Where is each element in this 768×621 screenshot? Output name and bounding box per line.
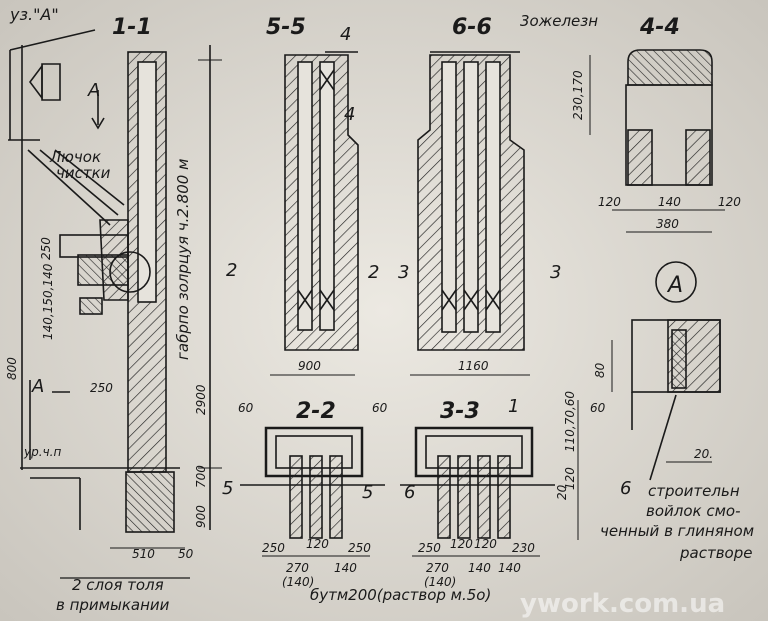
tol-note-1: 2 слоя толя (72, 576, 164, 594)
cut-5-left: 5 (222, 478, 233, 499)
dim-3-3-230: 230 (512, 541, 535, 555)
section-label-3-3: 3-3 (440, 399, 480, 424)
dim-380: 380 (656, 217, 679, 231)
dim-80: 80 (593, 362, 607, 378)
dim-2-2-140p: (140) (282, 575, 314, 589)
section-5-5 (270, 51, 359, 376)
section-3-3 (400, 400, 579, 557)
dim-2900: 2900 (194, 384, 208, 415)
dim-20-detail: 20. (694, 447, 713, 461)
dim-3-3-250: 250 (418, 541, 441, 555)
dim-120-right: 120 (718, 195, 741, 209)
dim-900: 900 (298, 359, 321, 373)
dim-250-mid: 250 (90, 381, 113, 395)
dim-120-vert: 120 (563, 467, 577, 490)
cut-4-top: 4 (340, 24, 351, 45)
section-6-6 (410, 51, 530, 376)
dim-230: 230,170 (571, 70, 585, 120)
cut-6-right: 6 (620, 478, 631, 499)
circle-a-label: А (666, 273, 683, 298)
tol-note-2: в примыкании (56, 596, 170, 614)
dim-140-stack: 140,150,140 (41, 263, 55, 340)
dim-120-left: 120 (598, 195, 621, 209)
section-2-2 (240, 426, 385, 557)
section-label-1-1: 1-1 (112, 15, 152, 40)
detail-a (611, 261, 721, 481)
dim-2-2-140: 140 (334, 561, 357, 575)
dim-3-3-270: 270 (426, 561, 449, 575)
section-1-1 (8, 29, 222, 549)
dim-3-3-120b: 120 (474, 537, 497, 551)
dim-1160: 1160 (458, 359, 489, 373)
dim-50: 50 (178, 547, 194, 561)
section-label-6-6: 6-6 (452, 15, 492, 40)
dim-800: 800 (5, 357, 19, 380)
section-4-4 (589, 49, 725, 233)
dim-140-mid: 140 (658, 195, 681, 209)
dim-60-a: 60 (238, 401, 254, 415)
section-label-5-5: 5-5 (266, 15, 306, 40)
luk-label: Лючок (49, 148, 101, 166)
chistki-label: чистки (56, 164, 111, 182)
dim-60-b: 60 (372, 401, 388, 415)
cut-3-right: 3 (550, 262, 561, 283)
cut-1: 1 (508, 396, 519, 417)
butm-note: бутм200(раствор м.5о) (310, 586, 491, 604)
cut-6-left: 6 (404, 482, 415, 503)
dim-2-2-270: 270 (286, 561, 309, 575)
dim-3-3-140b: 140 (498, 561, 521, 575)
dim-250-left: 250 (39, 237, 53, 260)
cut-2-right: 2 (368, 262, 379, 283)
dim-20-vert: 20 (555, 484, 569, 500)
uzel-a-title: уз."А" (9, 5, 59, 24)
dim-2-2-250b: 250 (348, 541, 371, 555)
section-label-4-4: 4-4 (639, 15, 680, 40)
dim-900-base: 900 (194, 505, 208, 528)
gabarit-label: габрпо золрцуя ч.2.800 м (174, 159, 192, 360)
dim-2-2-120: 120 (306, 537, 329, 551)
cut-3-left: 3 (398, 262, 409, 283)
felt-note-2: войлок смо- (646, 502, 741, 520)
dim-510: 510 (132, 547, 155, 561)
cut-5-right: 5 (362, 482, 373, 503)
felt-note-4: растворе (679, 544, 752, 562)
dim-700: 700 (194, 465, 208, 488)
cut-4-side: 4 (344, 104, 355, 125)
dim-3-3-120a: 120 (450, 537, 473, 551)
iron-note: 3ожелезн (520, 12, 598, 30)
dim-2-2-250a: 250 (262, 541, 285, 555)
dim-110-70-60: 110,70,60 (563, 391, 577, 452)
dim-60-c: 60 (590, 401, 606, 415)
arrow-a-label-bottom: А (31, 376, 44, 397)
watermark: ywork.com.ua (520, 589, 725, 619)
dim-3-3-140a: 140 (468, 561, 491, 575)
felt-note-1: строительн (648, 482, 740, 500)
cut-2-left: 2 (226, 260, 237, 281)
felt-note-3: ченный в глиняном (600, 522, 754, 540)
dim-3-3-140p: (140) (424, 575, 456, 589)
arrow-a-label-top: А (87, 80, 100, 101)
section-label-2-2: 2-2 (296, 399, 336, 424)
floor-level: ур.ч.п (23, 445, 61, 459)
